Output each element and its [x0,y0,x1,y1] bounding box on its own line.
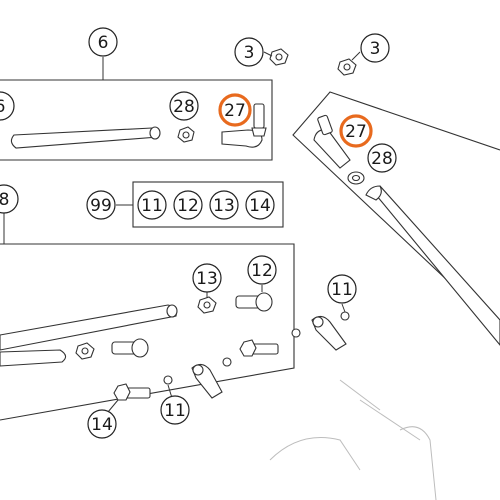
svg-text:11: 11 [141,196,163,216]
tie-rod-tube-lower [0,304,178,367]
stud-12-lower [235,292,273,312]
svg-text:3: 3 [244,43,255,63]
assembly-right-frame [292,91,500,331]
callout-27-top-highlighted: 27 [218,93,252,127]
svg-text:8: 8 [0,190,9,210]
tie-rod-tube-top [10,126,161,149]
callout-14-kit: 14 [245,190,275,220]
callout-11b-leader [341,303,346,313]
svg-text:99: 99 [90,196,112,216]
svg-text:12: 12 [251,261,273,281]
svg-text:28: 28 [371,149,393,169]
callout-11-lower: 11 [160,395,190,425]
svg-text:12: 12 [177,196,199,216]
nut-28-top [177,126,195,143]
callout-3-top-left: 3 [234,37,264,67]
nut-3-right [337,58,357,76]
svg-text:11: 11 [164,401,186,421]
callout-27-right-highlighted: 27 [339,114,373,148]
callout-6-edge: 6 [0,91,15,121]
ball-joint-lower-center [191,363,223,399]
callout-6-top: 6 [88,27,118,57]
callout-12-lower: 12 [247,255,277,285]
callout-28-top: 28 [169,91,199,121]
callout-14-lower: 14 [87,409,117,439]
callout-8-edge: 8 [0,184,19,214]
svg-text:6: 6 [0,97,5,117]
svg-text:6: 6 [98,33,109,53]
callout-11-lower-right: 11 [327,274,357,304]
callout-13-kit: 13 [209,190,239,220]
callout-11c-leader [167,384,173,399]
svg-text:27: 27 [345,122,367,142]
bolt-14-lower [113,383,151,401]
nut-13-lower [197,296,217,314]
stud-lower-center [111,338,149,358]
background-parts [269,379,437,500]
callout-13-lower: 13 [192,263,222,293]
washers-lower [163,311,350,385]
nut-lower-center [75,342,95,360]
svg-text:14: 14 [249,196,271,216]
callout-99-kit: 99 [86,190,116,220]
callout-3a-leader [263,51,273,57]
callout-3b-leader [351,51,361,61]
svg-text:27: 27 [224,101,246,121]
ball-joint-lower-right [311,315,347,351]
callout-28-right: 28 [367,143,397,173]
svg-text:13: 13 [213,196,235,216]
ball-joint-27-top [221,103,267,148]
ball-joint-27-right [313,114,351,169]
bolt-lower-middle [239,339,279,357]
svg-text:11: 11 [331,280,353,300]
callout-11-kit: 11 [137,190,167,220]
svg-text:3: 3 [370,39,381,59]
nut-3-top [269,48,289,66]
svg-text:28: 28 [173,97,195,117]
svg-text:14: 14 [91,415,113,435]
callout-14b-leader [107,399,119,413]
tie-rod-tube-right [365,185,500,346]
callout-12-kit: 12 [173,190,203,220]
nut-28-right [347,171,365,185]
assembly-6-frame [0,79,273,161]
callout-3-top-right: 3 [360,33,390,63]
svg-text:13: 13 [196,269,218,289]
